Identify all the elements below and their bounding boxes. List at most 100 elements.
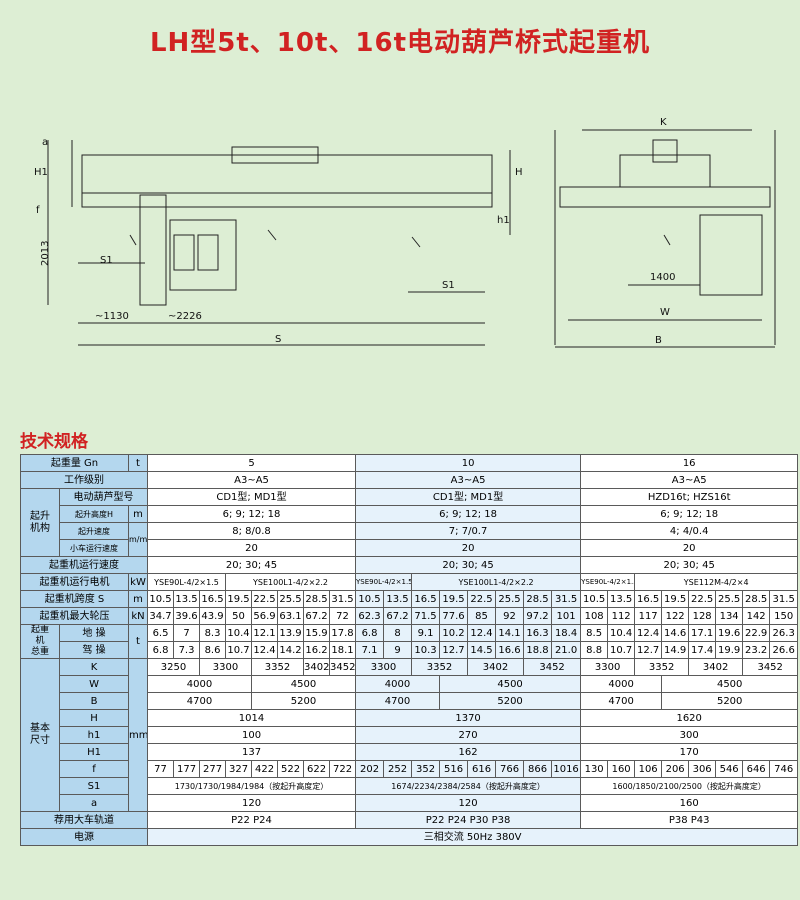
table-cell: 12.7 bbox=[634, 641, 663, 659]
table-cell: 101 bbox=[551, 607, 582, 625]
table-cell: 134 bbox=[715, 607, 744, 625]
table-cell: CD1型; MD1型 bbox=[147, 488, 357, 506]
table-cell: 起重机运行电机 bbox=[19, 573, 130, 591]
table-cell: 19.5 bbox=[439, 590, 469, 608]
table-cell: 120 bbox=[147, 794, 357, 812]
table-cell: 4700 bbox=[147, 692, 253, 710]
table-cell: P38 P43 bbox=[580, 811, 799, 829]
table-row: 起升速度 m/min 8; 8/0.8 7; 7/0.7 4; 4/0.4 bbox=[21, 522, 799, 557]
table-cell: 22.9 bbox=[742, 624, 771, 642]
table-cell: 10.5 bbox=[355, 590, 385, 608]
table-cell: 10.2 bbox=[439, 624, 469, 642]
table-row: 起升 机构 电动葫芦型号 CD1型; MD1型 CD1型; MD1型 HZD16… bbox=[20, 488, 799, 557]
table-cell: 63.1 bbox=[277, 607, 305, 625]
svg-text:a: a bbox=[42, 137, 48, 148]
svg-text:~2226: ~2226 bbox=[168, 311, 202, 322]
table-cell: 128 bbox=[688, 607, 717, 625]
table-cell: 荐用大车轨道 bbox=[19, 811, 149, 829]
table-cell: H bbox=[58, 709, 130, 727]
table-row: 小车运行速度 20 20 20 bbox=[21, 539, 799, 557]
table-cell: 77 bbox=[147, 760, 175, 778]
table-cell: 352 bbox=[411, 760, 441, 778]
table-cell: 120 bbox=[355, 794, 582, 812]
table-cell: f bbox=[58, 760, 130, 778]
side-end-beam bbox=[559, 186, 771, 208]
table-cell: 3452 bbox=[329, 658, 357, 676]
table-cell: 622 bbox=[303, 760, 331, 778]
table-cell: 67.2 bbox=[383, 607, 413, 625]
table-cell: 10.7 bbox=[607, 641, 636, 659]
table-cell: 300 bbox=[580, 726, 799, 744]
table-cell: A3~A5 bbox=[355, 471, 582, 489]
table-cell: 地 操 bbox=[58, 624, 130, 642]
table-cell: 5200 bbox=[251, 692, 357, 710]
table-cell: 3250 bbox=[147, 658, 201, 676]
table-cell: 4000 bbox=[147, 675, 253, 693]
table-cell: 122 bbox=[661, 607, 690, 625]
table-row: 基本 尺寸 K mm 3250 3300 3352 3402 3452 3300… bbox=[20, 658, 799, 812]
svg-text:S: S bbox=[275, 334, 281, 345]
table-cell: 1620 bbox=[580, 709, 799, 727]
table-cell: 基本 尺寸 bbox=[20, 658, 60, 812]
table-cell: 7 bbox=[173, 624, 201, 642]
table-cell: 4500 bbox=[661, 675, 799, 693]
table-cell: 92 bbox=[495, 607, 525, 625]
table-cell: 50 bbox=[225, 607, 253, 625]
table-cell: 97.2 bbox=[523, 607, 553, 625]
table-cell: 3300 bbox=[355, 658, 413, 676]
table-cell: 85 bbox=[467, 607, 497, 625]
table-cell: 20 bbox=[580, 539, 799, 557]
table-cell: 1014 bbox=[147, 709, 357, 727]
table-cell: 9 bbox=[383, 641, 413, 659]
side-trolley bbox=[619, 154, 711, 188]
table-row: 起重量 Gn t 5 10 16 bbox=[19, 454, 799, 472]
table-cell: 150 bbox=[769, 607, 799, 625]
table-cell: 25.5 bbox=[715, 590, 744, 608]
table-cell: 8; 8/0.8 bbox=[147, 522, 357, 540]
table-cell: 12.7 bbox=[439, 641, 469, 659]
spec-table: 起重量 Gn t 5 10 16 工作级别 A3~A5 A3~A5 A3~A5 … bbox=[19, 454, 799, 846]
table-cell: 7; 7/0.7 bbox=[355, 522, 582, 540]
table-cell: 起升速度 bbox=[58, 522, 130, 540]
table-cell: 766 bbox=[495, 760, 525, 778]
table-cell: t bbox=[128, 624, 149, 659]
table-cell: 3300 bbox=[199, 658, 253, 676]
table-cell: 18.4 bbox=[551, 624, 582, 642]
table-cell: 160 bbox=[607, 760, 636, 778]
table-cell: 4700 bbox=[355, 692, 441, 710]
table-cell: 起重机最大轮压 bbox=[19, 607, 130, 625]
table-cell: 16.6 bbox=[495, 641, 525, 659]
table-cell: YSE100L1-4/2×2.2 bbox=[225, 573, 357, 591]
table-cell: m bbox=[128, 505, 149, 523]
table-cell: H1 bbox=[58, 743, 130, 761]
table-row: 起升高度H m 6; 9; 12; 18 6; 9; 12; 18 6; 9; … bbox=[21, 505, 799, 523]
svg-text:2013: 2013 bbox=[40, 241, 51, 266]
table-cell: 15.9 bbox=[303, 624, 331, 642]
table-cell: 28.5 bbox=[742, 590, 771, 608]
table-cell: 19.5 bbox=[661, 590, 690, 608]
table-cell: 722 bbox=[329, 760, 357, 778]
table-cell: 170 bbox=[580, 743, 799, 761]
table-cell: 77.6 bbox=[439, 607, 469, 625]
table-cell: 小车运行速度 bbox=[58, 539, 130, 557]
table-cell: K bbox=[58, 658, 130, 676]
table-cell: 19.5 bbox=[225, 590, 253, 608]
table-cell: 4000 bbox=[580, 675, 663, 693]
table-cell: YSE90L-4/2×1.5 bbox=[355, 573, 413, 591]
svg-text:S1: S1 bbox=[100, 255, 113, 266]
svg-text:h1: h1 bbox=[497, 215, 510, 226]
table-cell: 17.4 bbox=[688, 641, 717, 659]
table-cell: 驾 操 bbox=[58, 641, 130, 659]
table-cell: A3~A5 bbox=[147, 471, 357, 489]
table-cell: 16.5 bbox=[634, 590, 663, 608]
table-cell: kN bbox=[128, 607, 149, 625]
table-cell: t bbox=[128, 454, 149, 472]
table-cell: 3452 bbox=[742, 658, 799, 676]
main-girder bbox=[81, 154, 493, 194]
table-row: 荐用大车轨道 P22 P24 P22 P24 P30 P38 P38 P43 bbox=[19, 811, 799, 829]
table-cell: 43.9 bbox=[199, 607, 227, 625]
svg-text:W: W bbox=[660, 307, 670, 318]
table-cell: 14.2 bbox=[277, 641, 305, 659]
crane-drawing: a H1 f 2013 S1 ~1130 ~2226 S S1 h1 H K 1… bbox=[34, 117, 776, 348]
